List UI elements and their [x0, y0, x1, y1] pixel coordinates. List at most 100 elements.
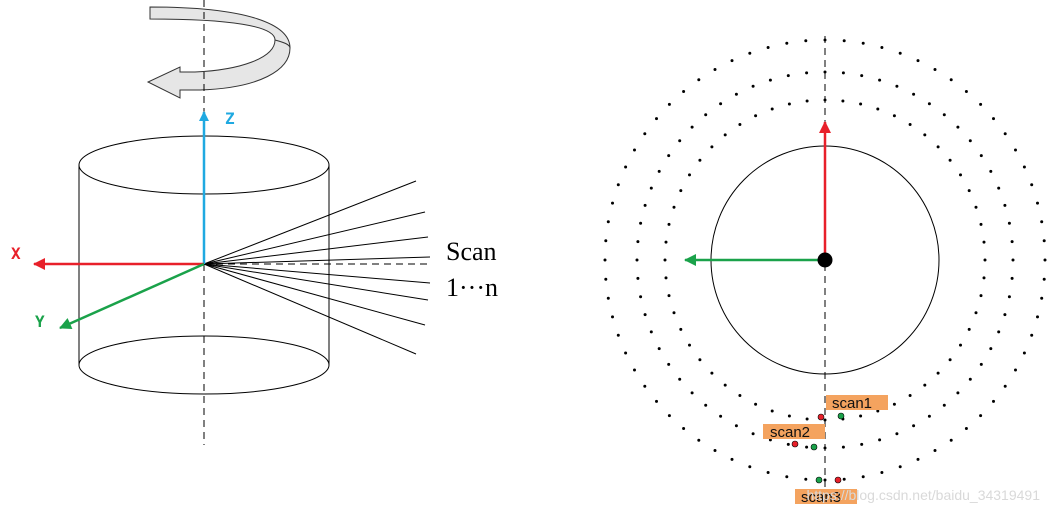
ring-dot	[956, 391, 960, 395]
right-figure: scan1 scan2 scan3 https://blog.csdn.net/…	[603, 36, 1047, 506]
ring-dot	[841, 99, 845, 103]
ring-dot	[667, 154, 671, 158]
ring-dot	[908, 394, 912, 397]
left-figure: Z X Y Scan 1···n	[11, 0, 498, 445]
ring-dot	[842, 477, 846, 481]
ring-dot	[949, 438, 953, 442]
ring-dot	[639, 295, 643, 299]
ring-dot	[880, 46, 884, 49]
ring-dot	[697, 438, 701, 442]
ring-dot	[842, 39, 846, 43]
ring-dot	[786, 74, 790, 78]
ring-dot	[664, 240, 668, 244]
ring-dot	[923, 133, 927, 137]
ring-dot	[979, 294, 983, 298]
ring-dot	[989, 347, 993, 351]
ring-dot	[979, 102, 983, 106]
ring-dot	[892, 114, 896, 118]
ring-dot	[697, 78, 701, 82]
scan-line	[203, 180, 417, 265]
ring-dot	[936, 145, 940, 149]
ring-dot	[751, 84, 755, 88]
ring-dot	[859, 102, 863, 106]
ring-dot	[1007, 295, 1011, 299]
ring-dot	[633, 368, 636, 372]
ring-dot	[805, 445, 809, 449]
ring-dot	[1003, 313, 1007, 317]
ring-dot	[698, 358, 702, 362]
ring-dot	[678, 377, 682, 381]
scan-label-line1: Scan	[446, 237, 497, 266]
ring-dot	[730, 457, 734, 461]
scan-tag-3: scan3	[795, 489, 857, 506]
ring-dot	[974, 205, 978, 209]
ring-dot	[616, 333, 620, 337]
scan1-red-point	[817, 413, 825, 421]
ring-dot	[967, 189, 971, 193]
ring-dot	[878, 438, 882, 442]
ring-dot	[679, 189, 683, 193]
ring-dot	[754, 402, 758, 406]
ring-dot	[805, 71, 809, 75]
ring-dot	[655, 399, 658, 403]
ring-dot	[688, 343, 691, 347]
ring-dot	[880, 471, 884, 474]
ring-dot	[908, 123, 912, 126]
ring-dot	[734, 424, 738, 428]
scan-line	[203, 211, 426, 265]
z-axis-label: Z	[225, 109, 235, 128]
ring-dot	[967, 327, 971, 331]
scan-tag-2: scan2	[763, 424, 825, 441]
ring-dot	[704, 403, 708, 407]
sensor-center-point	[817, 252, 833, 268]
ring-dot	[927, 414, 931, 418]
ring-dot	[916, 59, 920, 63]
ring-dot	[606, 220, 610, 224]
scan3-green-point	[815, 476, 823, 484]
ring-dot	[968, 139, 972, 143]
ring-dot	[805, 417, 809, 421]
ring-dot	[983, 258, 987, 262]
curved-rotation-arrow-icon	[146, 6, 291, 99]
ring-dot	[860, 74, 864, 78]
ring-dot	[664, 276, 668, 280]
ring-dot	[713, 68, 717, 71]
ring-dot	[604, 277, 608, 281]
ring-dot	[643, 313, 647, 317]
ring-dot	[1007, 221, 1011, 225]
ring-dot	[723, 133, 727, 137]
scan-line	[203, 263, 426, 326]
ring-dot	[1042, 277, 1046, 281]
ring-dot	[616, 183, 620, 187]
ring-dot	[690, 125, 694, 129]
ring-dot	[936, 371, 940, 375]
ring-dot	[942, 113, 946, 117]
scan2-red-point	[791, 440, 799, 448]
ring-dot	[933, 449, 937, 452]
ring-dot	[766, 471, 770, 474]
ring-dot	[672, 311, 676, 315]
ring-dot	[1040, 220, 1044, 224]
ring-dot	[636, 276, 640, 280]
ring-dot	[949, 78, 953, 82]
ring-dot	[956, 125, 960, 129]
ring-dot	[1010, 276, 1014, 280]
ring-dot	[898, 465, 902, 469]
scan-line	[203, 263, 431, 284]
dotted-scan-rings	[603, 38, 1047, 482]
ring-dot	[787, 102, 791, 106]
ring-dot	[698, 158, 702, 162]
ring-dot	[997, 186, 1001, 190]
ring-dot	[1030, 333, 1034, 337]
ring-dot	[667, 222, 671, 226]
ring-dot	[992, 117, 995, 121]
watermark: https://blog.csdn.net/baidu_34319491	[806, 487, 1040, 503]
ring-dot	[785, 475, 789, 479]
ring-dot	[974, 311, 978, 315]
ring-dot	[997, 330, 1001, 334]
ring-dot	[979, 414, 983, 418]
ring-dot	[1040, 296, 1044, 300]
ring-dot	[672, 205, 676, 209]
ring-dot	[964, 427, 968, 430]
scan-line	[203, 263, 417, 355]
